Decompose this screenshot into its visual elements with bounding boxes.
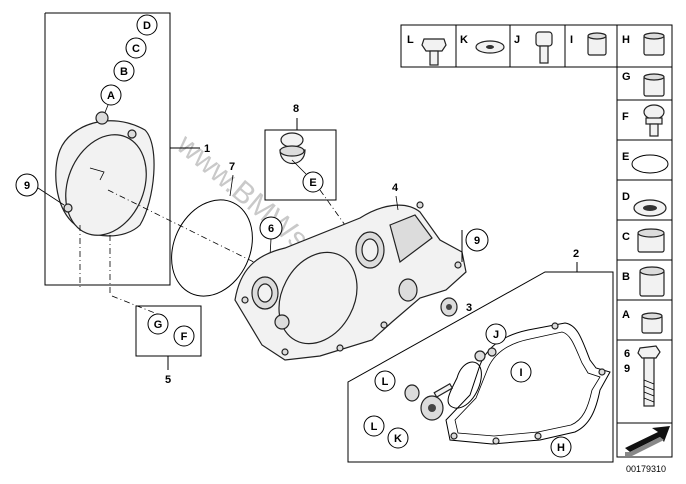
callout-K[interactable]: K xyxy=(387,427,409,449)
svg-text:I: I xyxy=(519,367,522,379)
part-number-5: 5 xyxy=(165,374,171,386)
svg-text:A: A xyxy=(107,90,115,102)
grommet-part xyxy=(279,132,306,165)
housing-cover xyxy=(234,201,467,361)
callout-I[interactable]: I xyxy=(510,361,532,383)
callout-D[interactable]: D xyxy=(136,14,158,36)
side-legend-G: G xyxy=(622,71,631,83)
callout-E[interactable]: E xyxy=(302,171,324,193)
svg-text:F: F xyxy=(181,331,188,343)
svg-text:6: 6 xyxy=(268,223,274,235)
pump-parts xyxy=(404,347,497,421)
side-legend-E: E xyxy=(622,151,629,163)
callout-L-lower[interactable]: L xyxy=(363,415,385,437)
next-page-arrow-icon[interactable] xyxy=(625,426,670,456)
side-legend-6: 6 xyxy=(624,348,630,360)
top-legend-K: K xyxy=(460,34,468,46)
svg-text:L: L xyxy=(371,421,378,433)
top-legend-H: H xyxy=(622,34,630,46)
callout-H[interactable]: H xyxy=(550,436,572,458)
diagram-code: 00179310 xyxy=(626,464,666,474)
part-number-8: 8 xyxy=(293,103,299,115)
group-2-bracket xyxy=(347,262,614,463)
part-number-4: 4 xyxy=(392,182,399,194)
group-5-bracket xyxy=(135,305,202,370)
callout-6[interactable]: 6 xyxy=(259,216,283,240)
callout-9-left[interactable]: 9 xyxy=(15,173,39,197)
svg-text:L: L xyxy=(382,376,389,388)
callout-C[interactable]: C xyxy=(125,37,147,59)
top-legend: L K J I H xyxy=(400,24,673,68)
svg-text:E: E xyxy=(309,177,316,189)
svg-text:H: H xyxy=(557,442,565,454)
side-legend-D: D xyxy=(622,191,630,203)
callout-A[interactable]: A xyxy=(100,84,122,106)
group-8-bracket xyxy=(264,118,337,201)
side-legend-F: F xyxy=(622,111,629,123)
top-legend-J: J xyxy=(514,34,520,46)
svg-text:B: B xyxy=(120,66,128,78)
side-legend-9: 9 xyxy=(624,363,630,375)
svg-text:D: D xyxy=(143,20,151,32)
group-1-bracket xyxy=(44,12,200,286)
svg-text:K: K xyxy=(394,433,402,445)
callout-J[interactable]: J xyxy=(485,323,507,345)
top-legend-L: L xyxy=(407,34,414,46)
side-legend: G F E D C B A 6 9 xyxy=(616,66,673,458)
seal-part-3 xyxy=(440,297,458,317)
clutch-cover xyxy=(55,111,155,237)
side-legend-B: B xyxy=(622,271,630,283)
side-legend-A: A xyxy=(622,309,630,321)
svg-text:J: J xyxy=(493,329,499,341)
svg-text:9: 9 xyxy=(24,180,30,192)
callout-B[interactable]: B xyxy=(113,60,135,82)
callout-L-upper[interactable]: L xyxy=(374,370,396,392)
svg-text:C: C xyxy=(132,43,140,55)
part-number-7: 7 xyxy=(229,161,235,173)
callout-9-right[interactable]: 9 xyxy=(465,228,489,252)
callout-F[interactable]: F xyxy=(173,325,195,347)
top-legend-I: I xyxy=(570,34,573,46)
part-number-2: 2 xyxy=(573,248,579,260)
svg-text:G: G xyxy=(154,319,163,331)
part-number-1: 1 xyxy=(204,143,210,155)
side-legend-C: C xyxy=(622,231,630,243)
callout-G[interactable]: G xyxy=(147,313,169,335)
svg-text:9: 9 xyxy=(474,235,480,247)
gasket-part xyxy=(445,322,611,445)
part-number-3: 3 xyxy=(466,302,472,314)
